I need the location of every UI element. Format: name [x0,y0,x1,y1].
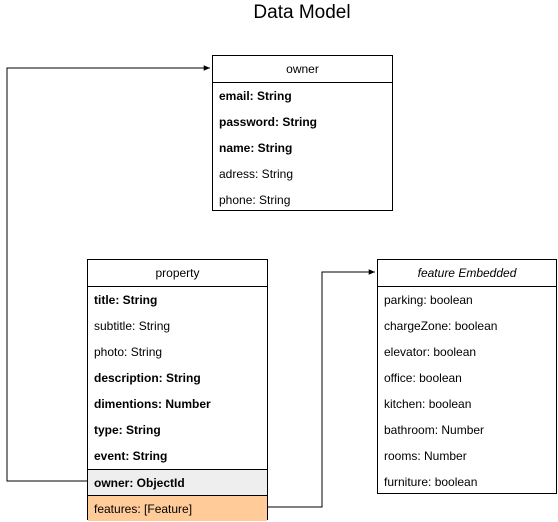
owner-field-password: password: String [219,115,318,129]
owner-entity-header: owner [213,56,392,83]
feature-entity-header: feature Embedded [378,260,556,287]
property-entity-header: property [88,260,267,287]
property-field-event: event: String [94,449,168,463]
feature-field-furniture: furniture: boolean [384,475,478,489]
feature-field-elevator: elevator: boolean [384,345,477,359]
owner-field-phone: phone: String [219,193,291,207]
owner-field-email: email: String [219,89,292,103]
diagram-title: Data Model [253,2,351,23]
owner-field-adress: adress: String [219,167,294,181]
property-entity[interactable]: property title: String subtitle: String … [87,259,268,521]
feature-field-bathroom: bathroom: Number [384,423,485,437]
property-field-description: description: String [94,371,201,385]
property-field-subtitle: subtitle: String [94,319,171,333]
feature-field-rooms: rooms: Number [384,449,467,463]
feature-field-office: office: boolean [384,371,462,385]
feature-entity[interactable]: feature Embedded parking: boolean charge… [377,259,557,494]
property-field-features: features: [Feature] [88,495,267,521]
owner-field-name: name: String [219,141,293,155]
property-field-title: title: String [94,293,158,307]
property-field-type: type: String [94,423,161,437]
feature-field-chargezone: chargeZone: boolean [384,319,498,333]
feature-field-parking: parking: boolean [384,293,473,307]
property-field-photo: photo: String [94,345,163,359]
feature-field-kitchen: kitchen: boolean [384,397,472,411]
property-field-owner: owner: ObjectId [88,469,267,495]
owner-reference-edge [6,65,210,482]
owner-entity[interactable]: owner email: String password: String nam… [212,55,393,211]
features-reference-edge [268,269,375,508]
property-field-dimentions: dimentions: Number [94,397,211,411]
